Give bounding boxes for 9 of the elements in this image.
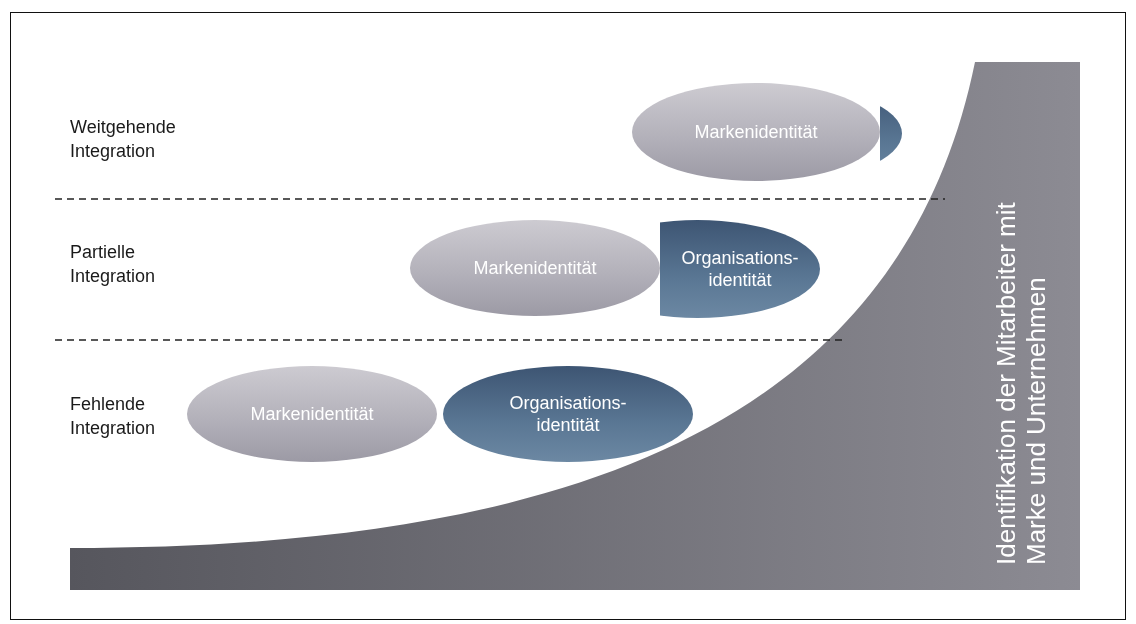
node-label: Markenidentität [249, 402, 375, 426]
level-label: Fehlende Integration [70, 393, 157, 441]
level-label: Weitgehende Integration [70, 116, 177, 164]
node-label: Organisations- identität [508, 391, 628, 437]
node-label: Organisations- identität [680, 246, 800, 292]
node-label: Markenidentität [693, 120, 819, 144]
axis-label: Identifikation der Mitarbeiter mit Marke und Unternehmen [992, 201, 1052, 565]
node-label: Markenidentität [472, 256, 598, 280]
level-label: Partielle Integration [70, 241, 157, 289]
